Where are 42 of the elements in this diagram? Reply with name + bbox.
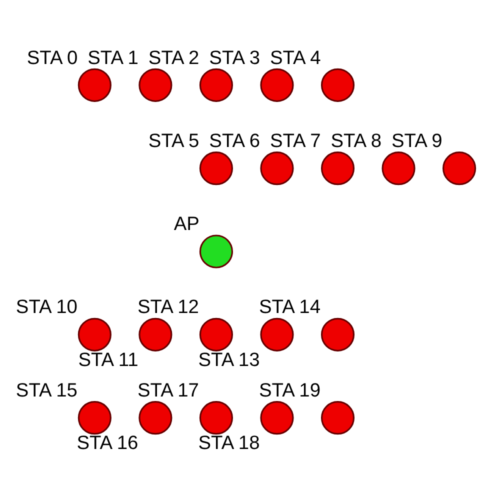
node-label: STA 10 xyxy=(16,297,78,318)
node-circle xyxy=(78,318,112,352)
node-label: STA 9 xyxy=(391,130,442,152)
node-circle xyxy=(199,234,233,268)
node-circle xyxy=(199,68,233,102)
node-circle xyxy=(320,152,355,186)
node-label: STA 11 xyxy=(78,350,138,372)
node-label: STA 16 xyxy=(76,433,138,454)
node-label: STA 14 xyxy=(259,297,321,318)
node-circle xyxy=(320,318,355,352)
node-label: STA 18 xyxy=(198,433,260,454)
node-label: STA 1 xyxy=(88,48,138,69)
node-circle xyxy=(138,318,172,352)
node-label: STA 17 xyxy=(137,380,199,402)
node-circle xyxy=(199,152,233,186)
node-circle xyxy=(138,401,172,435)
node-label: STA 7 xyxy=(270,130,321,152)
node-circle xyxy=(78,401,112,435)
node-label: STA 2 xyxy=(148,48,200,69)
node-circle xyxy=(260,68,294,102)
node-circle xyxy=(260,152,294,186)
node-label: STA 8 xyxy=(330,130,382,152)
node-label: STA 3 xyxy=(209,48,260,69)
node-label: STA 4 xyxy=(270,48,321,69)
node-label: STA 5 xyxy=(148,130,200,152)
node-circle xyxy=(138,68,172,102)
node-label: STA 15 xyxy=(16,380,78,402)
node-label: AP xyxy=(174,214,200,236)
node-circle xyxy=(320,401,355,435)
node-circle xyxy=(260,401,294,435)
node-label: STA 12 xyxy=(137,297,199,318)
node-label: STA 13 xyxy=(198,350,260,372)
node-label: STA 6 xyxy=(209,130,260,152)
node-circle xyxy=(78,68,112,102)
node-circle xyxy=(382,152,416,186)
node-circle xyxy=(320,68,355,102)
node-circle xyxy=(442,152,476,186)
node-circle xyxy=(260,318,294,352)
node-circle xyxy=(199,401,233,435)
node-circle xyxy=(199,318,233,352)
node-label: STA 0 xyxy=(26,48,78,69)
node-label: STA 19 xyxy=(259,380,321,402)
